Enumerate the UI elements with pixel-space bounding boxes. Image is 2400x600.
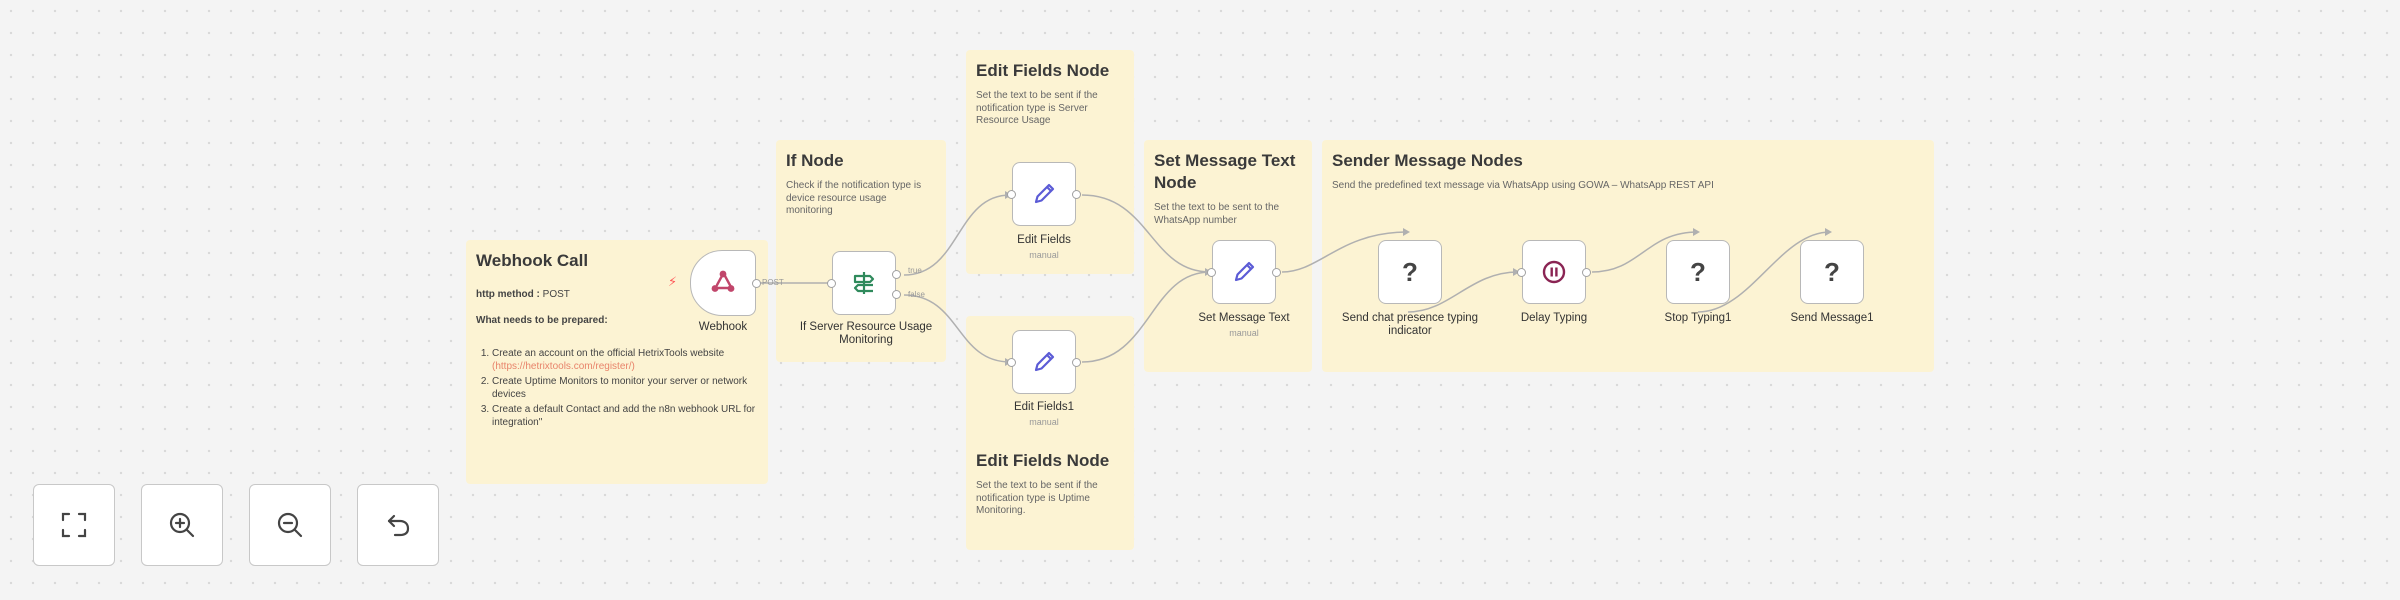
zoom-out-button[interactable] — [249, 484, 331, 566]
edge-arrowhead — [1513, 268, 1520, 276]
zoom-in-icon — [169, 512, 195, 538]
list-item: Create Uptime Monitors to monitor your s… — [492, 375, 758, 401]
node-set-message-text[interactable] — [1207, 240, 1281, 304]
node-subtitle: manual — [1029, 250, 1059, 260]
node-webhook[interactable] — [690, 250, 761, 316]
edge-arrowhead — [1825, 228, 1832, 236]
note-desc: Set the text to be sent to the WhatsApp … — [1154, 202, 1280, 226]
pencil-icon — [1034, 351, 1055, 372]
pencil-icon — [1234, 261, 1255, 282]
edge-edit-fields1-to-set-message — [1081, 271, 1211, 363]
node-edit-fields[interactable] — [1007, 162, 1081, 226]
note-desc: Set the text to be sent if the notificat… — [976, 480, 1098, 516]
input-port[interactable] — [827, 279, 836, 288]
edge-label-post: POST — [762, 278, 784, 287]
question-icon: ? — [1402, 256, 1418, 287]
output-port[interactable] — [1582, 268, 1591, 277]
pause-icon — [1542, 260, 1566, 284]
pencil-icon — [1034, 183, 1055, 204]
input-port[interactable] — [1207, 268, 1216, 277]
fullscreen-icon — [61, 512, 87, 538]
edge-arrowhead — [1403, 228, 1410, 236]
edge-if-false-to-edit-fields1 — [903, 294, 1011, 363]
question-icon: ? — [1690, 256, 1706, 287]
zoom-in-button[interactable] — [141, 484, 223, 566]
edge-arrowhead — [1693, 228, 1700, 236]
input-port[interactable] — [1007, 358, 1016, 367]
edge-label-false: false — [908, 290, 925, 299]
edge-label-true: true — [908, 266, 922, 275]
input-port[interactable] — [1517, 268, 1526, 277]
signpost-icon — [853, 272, 875, 294]
node-stop-typing1[interactable]: ? — [1666, 240, 1730, 304]
list-item: Create an account on the official Hetrix… — [492, 347, 758, 373]
output-port[interactable] — [752, 279, 761, 288]
note-desc: Set the text to be sent if the notificat… — [976, 90, 1098, 126]
node-label: Edit Fields1 — [1013, 401, 1075, 413]
edge-delay-to-stop-typing — [1591, 231, 1699, 273]
node-delay-typing[interactable] — [1517, 240, 1591, 304]
edge-chat-presence-to-delay — [1407, 271, 1519, 313]
zoom-out-icon — [277, 512, 303, 538]
note-title: Edit Fields Node — [976, 61, 1110, 80]
note-body: http method : POST What needs to be prep… — [476, 288, 758, 429]
output-port[interactable] — [1272, 268, 1281, 277]
question-icon: ? — [1824, 256, 1840, 287]
http-method-value: POST — [542, 289, 570, 300]
trigger-bolt-icon: ⚡ — [668, 274, 678, 289]
note-desc: Send the predefined text message via Wha… — [1332, 180, 1714, 191]
note-title: If Node — [786, 151, 844, 170]
note-title: Edit Fields Node — [976, 451, 1110, 470]
node-label: Set Message Text — [1198, 312, 1290, 324]
node-label: If Server Resource Usage Monitoring — [799, 321, 933, 346]
node-send-chat-presence[interactable]: ? — [1378, 240, 1442, 304]
output-port[interactable] — [1072, 358, 1081, 367]
list-item: Create a default Contact and add the n8n… — [492, 403, 758, 429]
output-port-true[interactable] — [892, 270, 901, 279]
node-subtitle: manual — [1029, 417, 1059, 427]
webhook-icon — [711, 270, 735, 292]
node-send-message1[interactable]: ? — [1800, 240, 1864, 304]
node-subtitle: manual — [1229, 328, 1259, 338]
register-link[interactable]: (https://hetrixtools.com/register/) — [492, 361, 635, 372]
reset-zoom-button[interactable] — [357, 484, 439, 566]
input-port[interactable] — [1007, 190, 1016, 199]
node-label: Stop Typing1 — [1664, 312, 1732, 324]
edge-stop-typing-to-send-message — [1697, 231, 1831, 313]
undo-icon — [387, 514, 410, 537]
note-title: Set Message Text Node — [1154, 151, 1296, 192]
node-label: Send chat presence typing indicator — [1341, 312, 1479, 337]
edge-set-message-to-chat-presence — [1281, 231, 1409, 273]
step-text: Create an account on the official Hetrix… — [492, 348, 725, 359]
output-port-false[interactable] — [892, 290, 901, 299]
http-method-label: http method : — [476, 289, 540, 300]
edge-edit-fields-to-set-message — [1081, 194, 1211, 273]
prep-label: What needs to be prepared: — [476, 315, 608, 326]
note-desc: Check if the notification type is device… — [786, 180, 922, 216]
node-label: Delay Typing — [1520, 312, 1588, 324]
note-title: Webhook Call — [476, 251, 589, 270]
node-label: Send Message1 — [1790, 312, 1874, 324]
note-title: Sender Message Nodes — [1332, 151, 1523, 170]
edge-if-true-to-edit-fields — [903, 194, 1011, 276]
node-if-server-resource[interactable] — [827, 251, 901, 315]
prep-steps-list: Create an account on the official Hetrix… — [476, 347, 758, 429]
output-port[interactable] — [1072, 190, 1081, 199]
fit-view-button[interactable] — [33, 484, 115, 566]
node-label: Webhook — [698, 321, 748, 333]
node-label: Edit Fields — [1017, 234, 1071, 246]
node-edit-fields1[interactable] — [1007, 330, 1081, 394]
